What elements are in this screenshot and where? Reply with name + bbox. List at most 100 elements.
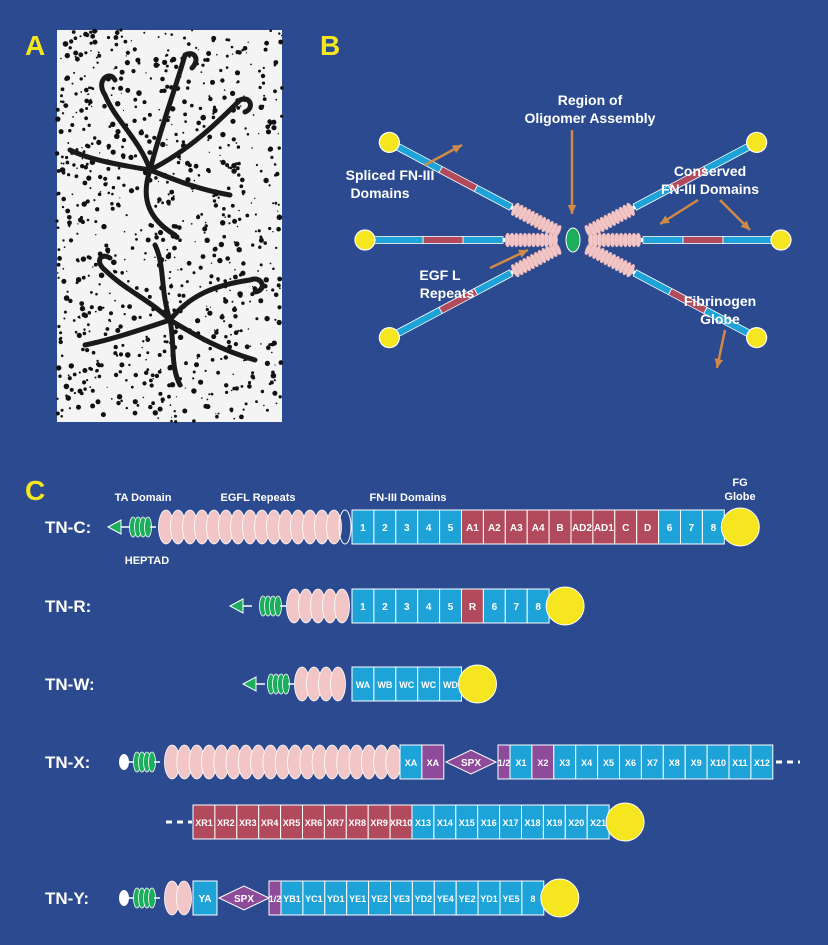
- fn3-domain: [192, 880, 218, 916]
- fn3-domain-label: X9: [691, 758, 702, 768]
- annotation-spliced-line2: Domains: [350, 185, 409, 201]
- fn3-domain-label: YE1: [349, 894, 366, 904]
- fn3-domain-label: AD2: [572, 523, 592, 534]
- spx-label: SPX: [461, 758, 481, 769]
- n-terminal-cap: [119, 754, 129, 770]
- fn3-domain-label: XR10: [390, 818, 413, 828]
- annotation-egfl-line1: EGF L: [419, 267, 461, 283]
- fn3-domain-label: X11: [732, 758, 748, 768]
- arm: [584, 131, 768, 239]
- header-ta-domain: TA Domain: [115, 492, 172, 504]
- fn3-domain-label: 1: [360, 602, 366, 613]
- fn3-domain-label: 1: [360, 523, 366, 534]
- fn3-domain-label: 8: [711, 523, 717, 534]
- fibrinogen-globe: [605, 802, 645, 842]
- fn3-domain-label: X18: [524, 818, 540, 828]
- fn3-domain-label: WA: [356, 680, 371, 690]
- fn3-domain-label: WD: [443, 680, 458, 690]
- fn3-domain-label: YB1: [283, 894, 301, 904]
- fn3-domain-label: A1: [466, 523, 479, 534]
- fn3-domain-label: XA: [405, 758, 418, 768]
- row-label: TN-Y:: [45, 889, 89, 908]
- fn3-domain-label: X14: [437, 818, 453, 828]
- egfl-repeat: [330, 666, 346, 702]
- fn3-domain-label: X6: [625, 758, 636, 768]
- fn3-domain-label: 6: [492, 602, 498, 613]
- fn3-domain-label: X1: [515, 758, 526, 768]
- fn3-domain-label: YC1: [305, 894, 323, 904]
- fn3-domain-label: WC: [399, 680, 414, 690]
- fn3-domain-label: A2: [488, 523, 501, 534]
- fn3-domain-label: A3: [510, 523, 523, 534]
- row-label: TN-X:: [45, 753, 90, 772]
- fn3-domain-label: X21: [590, 818, 606, 828]
- spx-domain: [444, 749, 498, 775]
- fn3-domain-label: X3: [559, 758, 570, 768]
- fn3-domain-label: YD2: [415, 894, 433, 904]
- annotation-conserved-line1: Conserved: [674, 163, 746, 179]
- fn3-domain-label: X12: [754, 758, 770, 768]
- annotation-conserved-line2: FN-III Domains: [661, 181, 759, 197]
- header-egfl-repeats: EGFL Repeats: [221, 492, 296, 504]
- fn3-domain-label: C: [622, 523, 629, 534]
- half-domain-label: 1/2: [498, 758, 511, 768]
- fn3-domain-label: XR2: [217, 818, 235, 828]
- annotation-arrows: [424, 130, 751, 369]
- arm: [378, 241, 562, 349]
- spx-label: SPX: [234, 894, 254, 905]
- fn3-domain-label: YE2: [459, 894, 476, 904]
- fn3-domain: [750, 744, 774, 780]
- header-fn3-domains: FN-III Domains: [369, 492, 446, 504]
- hexabrachion-diagram: [354, 131, 792, 349]
- panel-c-label: C: [25, 475, 45, 506]
- fn3-domain-label: X20: [568, 818, 584, 828]
- fn3-domain-label: X2: [537, 758, 548, 768]
- fn3-domain-label: XR4: [261, 818, 279, 828]
- fn3-domain-label: AD1: [594, 523, 614, 534]
- fn3-domain-label: XA: [427, 758, 440, 768]
- fn3-domain-label: X16: [481, 818, 497, 828]
- half-domain-label: 1/2: [269, 894, 282, 904]
- fn3-domain-label: A4: [532, 523, 545, 534]
- fn3-domain-label: 5: [448, 602, 454, 613]
- fn3-domain-label: 3: [404, 602, 410, 613]
- header-fg-line1: FG: [732, 477, 747, 489]
- fn3-domain-label: YE2: [371, 894, 388, 904]
- panel-c-headers: TA Domain EGFL Repeats FN-III Domains FG…: [115, 477, 756, 567]
- fn3-domain-label: 8: [535, 602, 541, 613]
- fn3-domain-label: 7: [689, 523, 695, 534]
- fn3-domain-label: YE3: [393, 894, 410, 904]
- fn3-domain-label: YD1: [327, 894, 345, 904]
- fn3-domain-label: X7: [647, 758, 658, 768]
- fibrinogen-globe: [545, 586, 585, 626]
- arm: [584, 241, 768, 349]
- annotation-spliced-line1: Spliced FN-III: [346, 167, 435, 183]
- arm: [588, 229, 792, 251]
- fn3-domain-label: 8: [530, 894, 535, 904]
- annotation-egfl-line2: Repeats: [420, 285, 475, 301]
- annotations: Region of Oligomer Assembly Spliced FN-I…: [346, 92, 760, 327]
- fn3-domain-label: XR7: [327, 818, 345, 828]
- arm: [354, 229, 558, 251]
- fn3-domain-label: X19: [546, 818, 562, 828]
- fn3-domain-label: X17: [503, 818, 519, 828]
- fn3-domain: [421, 744, 445, 780]
- annotation-fibrinogen-line1: Fibrinogen: [684, 293, 756, 309]
- fn3-domain-label: 5: [448, 523, 454, 534]
- fn3-domain-label: 4: [426, 602, 432, 613]
- egfl-repeat: [385, 744, 402, 780]
- annotation-fibrinogen-line2: Globe: [700, 311, 740, 327]
- fn3-domain-label: XR5: [283, 818, 301, 828]
- fn3-domain-label: XR1: [195, 818, 213, 828]
- fn3-domain-label: 2: [382, 602, 388, 613]
- fibrinogen-globe: [720, 507, 760, 547]
- header-fg-line2: Globe: [724, 491, 755, 503]
- n-terminal-cap: [119, 890, 129, 906]
- panel-b-label: B: [320, 30, 340, 61]
- fn3-domain-label: X5: [603, 758, 614, 768]
